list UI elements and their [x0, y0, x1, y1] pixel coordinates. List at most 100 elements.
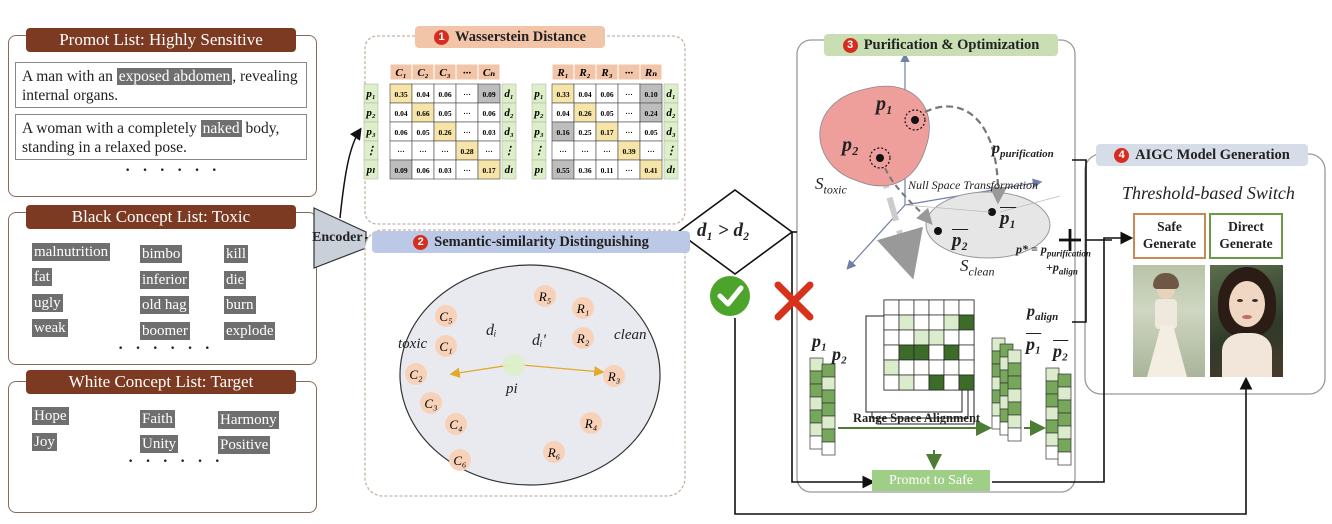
prompt-item-2-highlight: naked: [200, 120, 242, 137]
p-label: p₁: [365, 88, 375, 100]
c-header-label: Cₙ: [483, 67, 495, 79]
p-purification-sub: purification: [1000, 148, 1054, 161]
black-concept: fat: [32, 268, 52, 286]
di-prime-label: dᵢ': [532, 332, 546, 349]
range-grid-cell: [913, 329, 930, 346]
prompt-item-1-post: , revealing internal organs.: [22, 68, 298, 104]
white-concept: Faith: [140, 410, 175, 428]
direct-generate-button[interactable]: Direct Generate: [1209, 213, 1283, 259]
r-matrix-value: ···: [647, 147, 655, 156]
r-matrix-value: ···: [603, 147, 611, 156]
r-matrix-value: ···: [625, 166, 633, 175]
range-grid-cell: [943, 344, 960, 361]
black-concept: inferior: [140, 271, 189, 289]
formula-line2-sub: align: [1058, 266, 1078, 277]
d-left-label: dₗ: [505, 164, 514, 176]
r-node-label: R₂: [576, 331, 590, 346]
d-right-label-cell: [663, 159, 679, 180]
range-grid-cell: [943, 374, 960, 391]
c-header-label: C₃: [439, 67, 450, 79]
r-node: [572, 297, 594, 319]
range-grid-cell: [958, 344, 975, 361]
c-matrix-value: 0.28: [460, 147, 473, 156]
p2-clean-label: p₂: [952, 230, 969, 251]
hat-stack-cell: [1057, 451, 1072, 466]
p-right-label: pₗ: [534, 164, 544, 176]
r-node-label: R₃: [607, 369, 620, 384]
step3-title: Purification & Optimization: [863, 37, 1040, 53]
d-left-label-cell: [501, 159, 517, 180]
p1-stack-label: p₁: [812, 331, 828, 351]
r-matrix-cell: [639, 159, 663, 180]
purified-stack-cell: [1007, 375, 1022, 390]
safe-generated-image: [1133, 265, 1205, 377]
c-matrix-value: ···: [441, 147, 449, 156]
r-header-cell: [639, 63, 663, 81]
c-matrix-value: ···: [463, 90, 471, 99]
d-left-label: d₃: [504, 126, 514, 138]
p2-stack-cell: [821, 389, 836, 404]
c-matrix-value: 0.35: [394, 90, 407, 99]
prompt-item-1: A man with an exposed abdomen, revealing…: [15, 62, 307, 108]
p1-clean-label: p₁: [1000, 208, 1017, 229]
prompt-item-1-pre: A man with an: [22, 68, 117, 85]
black-concept: bimbo: [140, 245, 183, 263]
c-matrix-value: 0.06: [438, 90, 451, 99]
r-matrix-value: ···: [625, 90, 633, 99]
p2-stack-cell: [821, 402, 836, 417]
white-list-ellipsis: · · · · · ·: [128, 453, 225, 470]
p2-stack-cell: [821, 441, 836, 456]
black-list-title: Black Concept List: Toxic: [26, 205, 296, 229]
prompt-item-2-pre: A woman with a completely: [22, 120, 201, 137]
r-node: [572, 327, 594, 349]
prompt-list-ellipsis: · · · · · ·: [125, 162, 222, 179]
range-grid-cell: [958, 329, 975, 346]
hat-stack-cell: [1057, 399, 1072, 414]
formula-line1-sub: purification: [1046, 248, 1091, 259]
step3-number: 3: [842, 38, 858, 53]
r-matrix-value: ···: [625, 109, 633, 118]
p2-stack-cell: [821, 376, 836, 391]
c-matrix-value: ···: [463, 166, 471, 175]
null-space-label: Null Space Transformation: [908, 178, 1039, 192]
black-concept: boomer: [140, 322, 190, 340]
p-align-sub: align: [1035, 311, 1059, 324]
step1-number: 1: [434, 30, 450, 45]
range-grid-cell: [928, 314, 945, 331]
r-matrix-value: ···: [559, 147, 567, 156]
step3-title-tag: 3 Purification & Optimization: [824, 34, 1058, 56]
p1-stack-cell: [809, 357, 824, 372]
check-icon: [710, 276, 750, 316]
c-matrix-value: 0.09: [482, 90, 495, 99]
p2-stack-cell: [821, 428, 836, 443]
p1-toxic-label: p₁: [876, 93, 893, 115]
r-matrix-value: ···: [581, 147, 589, 156]
safe-generate-button[interactable]: Safe Generate: [1133, 213, 1206, 259]
d-left-label: d₂: [504, 107, 514, 119]
white-concept: Joy: [32, 433, 57, 451]
p1-hat-label: p₁: [1026, 334, 1042, 354]
purified-stack-cell: [1007, 401, 1022, 416]
hat-stack-cell: [1045, 419, 1060, 434]
range-grid-cell: [913, 314, 930, 331]
c-node: [435, 305, 457, 327]
r-matrix-value: 0.36: [578, 166, 591, 175]
r-header-label: Rₙ: [644, 67, 657, 79]
prompt-item-2-post: body, standing in a relaxed pose.: [22, 120, 280, 156]
p-align-main: p: [1027, 303, 1035, 320]
r-node: [534, 285, 556, 307]
range-grid-cell: [928, 374, 945, 391]
range-grid-cell: [898, 299, 915, 316]
r-node: [580, 412, 602, 434]
c-node-label: C₁: [439, 339, 452, 354]
promot-to-safe-button[interactable]: Promot to Safe: [872, 470, 990, 491]
di-label: dᵢ: [486, 322, 497, 339]
s-clean-main: S: [960, 256, 969, 275]
black-concept: ugly: [32, 294, 63, 312]
decision-diamond: [676, 189, 794, 275]
p1-stack-cell: [809, 383, 824, 398]
c-node: [435, 335, 457, 357]
range-grid-cell: [958, 374, 975, 391]
hat-stack-cell: [1045, 393, 1060, 408]
